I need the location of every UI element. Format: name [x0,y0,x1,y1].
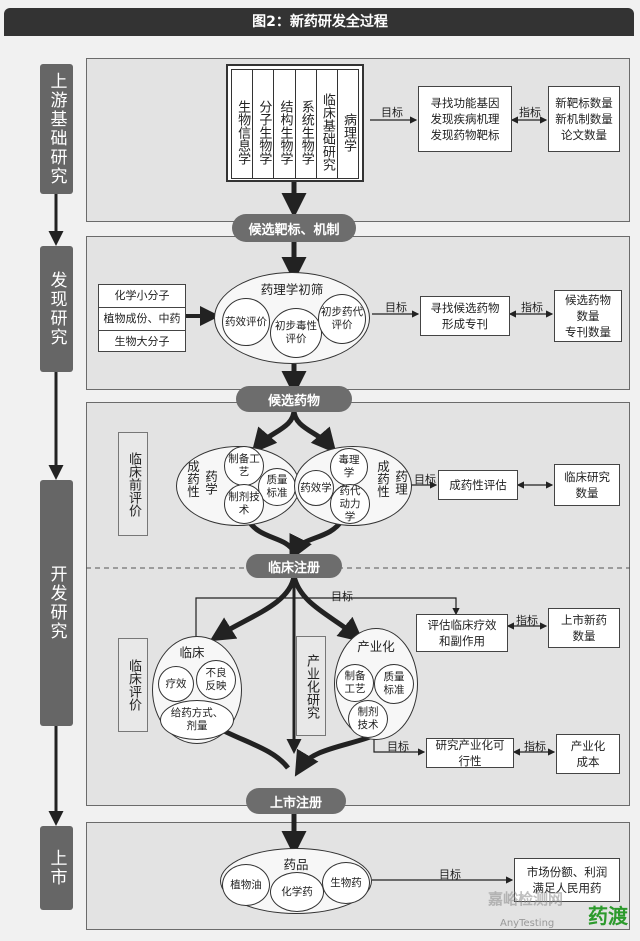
upstream-goal-box: 寻找功能基因 发现疾病机理 发现药物靶标 [418,86,512,152]
discipline-systems-biology: 系统生物学 [296,70,317,178]
pill-market-registration: 上市注册 [246,788,346,814]
source-biomacromolecule: 生物大分子 [114,335,170,348]
market-title: 药品 [283,857,309,872]
upstream-indicator-line-3: 论文数量 [561,128,607,142]
industry-quality: 质量标准 [374,664,414,704]
discovery-goal-box: 寻找候选药物 形成专刊 [420,296,510,336]
preclinical-indicator-line-2: 数量 [575,486,599,500]
discipline-structural-biology: 结构生物学 [274,70,296,178]
industry-indicator-line-2: 成本 [576,755,600,769]
title-bar [4,8,634,36]
stage-development: 开发研究 [40,480,73,726]
upstream-goal-line-3: 发现药物靶标 [430,128,500,142]
pharmacology-title-2: 药理 [393,470,408,495]
preclinical-goal-box: 成药性评估 [438,470,518,500]
pharmaceutics-title-2: 药学 [203,470,218,495]
industry-goal-line-1: 研究产业化可 [435,738,505,752]
upstream-indicator-label: 指标 [519,106,541,119]
discipline-bioinformatics: 生物信息学 [232,70,254,178]
market-goal-box: 市场份额、利润 满足人民用药 [514,858,620,902]
upstream-goal-label: 目标 [381,106,403,119]
discovery-indicator-line-3: 专刊数量 [565,325,611,339]
clinical-goal-line-1: 评估临床疗效 [427,618,497,632]
pharmaceutics-formulation: 制剂技术 [224,484,264,524]
pharmacology-toxicology: 毒理学 [330,448,368,486]
market-goal-line-1: 市场份额、利润 [526,865,608,879]
discipline-molecular-biology: 分子生物学 [253,70,275,178]
screen-title: 药理学初筛 [260,282,324,297]
clinical-goal-box: 评估临床疗效 和副作用 [416,614,508,652]
discovery-indicator-label: 指标 [521,301,543,314]
screen-pk: 初步药代评价 [318,294,366,344]
upstream-indicator-line-2: 新机制数量 [555,112,613,126]
stage-discovery: 发现研究 [40,246,73,372]
clinical-label: 临床评价 [118,638,148,732]
clinical-efficacy: 疗效 [158,666,194,702]
market-biologic: 生物药 [322,862,370,904]
pharmacology-efficacy: 药效学 [298,470,334,506]
upstream-indicator-box: 新靶标数量 新机制数量 论文数量 [548,86,620,152]
discipline-group: 生物信息学 分子生物学 结构生物学 系统生物学 临床基础研究 病理学 [226,64,364,182]
preclinical-indicator-line-1: 临床研究 [564,470,610,484]
pharmaceutics-quality: 质量标准 [258,468,296,506]
clinical-adverse: 不良反映 [196,660,236,700]
stage-upstream: 上游基础研究 [40,64,73,194]
clinical-indicator-line-2: 数量 [572,629,596,643]
watermark-subtext: AnyTesting [500,918,555,929]
pill-clinical-registration: 临床注册 [246,554,342,578]
industry-goal-line-2: 行性 [458,754,482,768]
discovery-indicator-line-1: 候选药物 [565,293,611,307]
stage-market: 上市 [40,826,73,910]
industry-formulation: 制剂技术 [348,700,388,738]
market-goal-label: 目标 [439,868,461,881]
source-list: 化学小分子 植物成份、中药 生物大分子 [98,284,186,352]
watermark-logo: 药渡 [588,904,628,928]
screen-efficacy: 药效评价 [222,298,270,346]
pill-candidate-targets: 候选靶标、机制 [232,214,356,242]
clinical-indicator-label: 指标 [516,614,538,627]
clinical-indicator-line-1: 上市新药 [561,613,607,627]
clinical-goal-label: 目标 [331,590,353,603]
discovery-goal-line-1: 寻找候选药物 [430,301,500,315]
clinical-indicator-box: 上市新药 数量 [548,608,620,648]
market-plant-oil: 植物油 [222,864,270,906]
industry-label: 产业化研究 [296,636,326,736]
pill-candidate-drugs: 候选药物 [236,386,352,412]
industry-title: 产业化 [357,639,395,654]
industry-indicator-line-1: 产业化 [570,739,606,753]
industry-indicator-box: 产业化 成本 [556,734,620,774]
preclinical-goal-label: 目标 [414,473,436,486]
industry-indicator-label: 指标 [524,740,546,753]
pharmaceutics-process: 制备工艺 [224,446,264,486]
industry-goal-label: 目标 [387,740,409,753]
industry-goal-box: 研究产业化可 行性 [426,738,514,768]
upstream-goal-line-1: 寻找功能基因 [430,96,500,110]
discipline-clinical-basic: 临床基础研究 [317,70,338,178]
upstream-goal-line-2: 发现疾病机理 [430,112,500,126]
industry-process: 制备工艺 [336,664,374,702]
source-plant-tcm: 植物成份、中药 [99,308,185,331]
screen-toxicity: 初步毒性评价 [270,308,322,358]
discovery-goal-label: 目标 [385,301,407,314]
discovery-goal-line-2: 形成专刊 [442,317,488,331]
page-title: 图2：新药研发全过程 [252,14,388,30]
discovery-indicator-box: 候选药物 数量 专刊数量 [554,290,622,342]
preclinical-label: 临床前评价 [118,432,148,536]
watermark-text: 嘉峪检测网 [488,890,564,908]
clinical-goal-line-2: 和副作用 [439,634,485,648]
preclinical-indicator-box: 临床研究 数量 [554,464,620,506]
discipline-columns: 生物信息学 分子生物学 结构生物学 系统生物学 临床基础研究 病理学 [231,69,359,179]
market-goal-line-2: 满足人民用药 [532,881,602,895]
upstream-indicator-line-1: 新靶标数量 [555,96,613,110]
pharmaceutics-title-1: 成药性 [185,460,200,498]
discipline-pathology: 病理学 [341,112,357,152]
clinical-dosage: 给药方式、剂量 [160,700,234,740]
market-chemical-drug: 化学药 [270,872,324,912]
clinical-title: 临床 [179,645,205,660]
pharmacology-title-1: 成药性 [375,460,390,498]
discovery-indicator-line-2: 数量 [576,309,600,323]
pharmacology-pk: 药代动力学 [330,484,370,524]
source-small-molecule: 化学小分子 [99,285,185,308]
